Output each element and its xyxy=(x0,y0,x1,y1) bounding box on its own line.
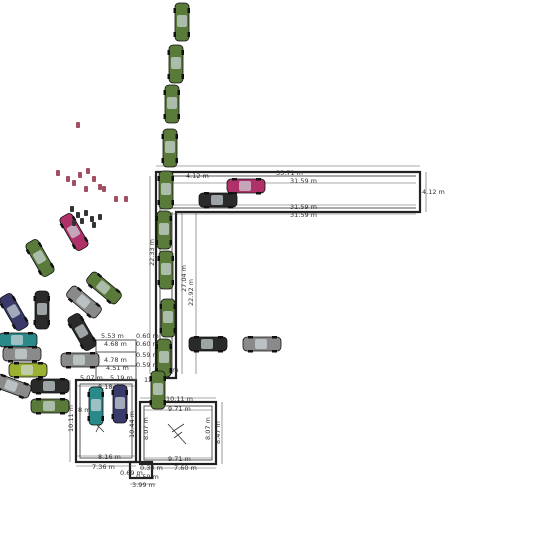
dim-small-l: 2 m xyxy=(166,366,179,374)
dim-small-g: 0.59 m xyxy=(136,361,159,369)
figure xyxy=(56,170,60,176)
figure xyxy=(78,172,82,178)
dim-vertical-a: 22.33 m xyxy=(148,239,156,266)
figure xyxy=(98,214,102,220)
figure xyxy=(114,196,118,202)
dim-room-right-top: 9.71 m xyxy=(168,405,191,413)
figure xyxy=(84,186,88,192)
dim-vertical-b: 27.04 m xyxy=(180,265,188,292)
vehicle xyxy=(167,44,184,84)
dim-top-outer: 35.71 m xyxy=(276,169,303,177)
vehicle xyxy=(242,336,282,353)
figure xyxy=(76,122,80,128)
figure xyxy=(92,222,96,228)
vehicle xyxy=(161,128,178,168)
dim-room-right-outer-bottom: 7.60 m xyxy=(174,464,197,472)
vehicle xyxy=(149,370,166,410)
dim-room-right-left-height: 8.07 m xyxy=(142,417,150,440)
figure xyxy=(86,168,90,174)
figure xyxy=(80,218,84,224)
figure xyxy=(98,184,102,190)
vehicle xyxy=(8,362,48,379)
dim-small-h: 4.51 m xyxy=(106,364,129,372)
room-right-outline xyxy=(138,400,218,466)
dim-room-right-outer-height: 8.47 m xyxy=(214,421,222,444)
figure xyxy=(72,220,76,226)
figure xyxy=(66,176,70,182)
dim-corridor-d: 0.69 m xyxy=(120,469,143,477)
dim-small-j: 5.19 m xyxy=(110,374,133,382)
vehicle-layer xyxy=(0,2,282,426)
vehicle xyxy=(25,239,55,277)
figure xyxy=(70,206,74,212)
figure xyxy=(102,186,106,192)
dim-top-inner-a: 31.59 m xyxy=(290,177,317,185)
vehicle xyxy=(159,298,176,338)
vehicle xyxy=(59,213,89,251)
passage-outline xyxy=(128,460,154,480)
vehicle xyxy=(33,290,50,330)
dim-corridor-c: 3.99 m xyxy=(132,481,155,489)
vehicle xyxy=(111,384,128,424)
dim-left-corner: 4.12 m xyxy=(186,172,209,180)
figure xyxy=(76,212,80,218)
dim-small-f: 4.78 m xyxy=(104,356,127,364)
dim-small-i: 5.07 m xyxy=(80,374,103,382)
vehicle xyxy=(86,271,122,305)
figure xyxy=(72,180,76,186)
dim-small-a: 5.53 m xyxy=(101,332,124,340)
vehicle xyxy=(157,250,174,290)
dim-corridor-a: 0.30 m xyxy=(140,464,163,472)
vehicle xyxy=(0,373,32,400)
vehicle xyxy=(30,378,70,395)
dim-top-inner-c: 31.59 m xyxy=(290,211,317,219)
vehicle xyxy=(0,332,38,349)
prop-layer xyxy=(56,122,128,228)
dim-small-b: 0.60 m xyxy=(136,332,159,340)
dim-room-left-width: 8.18 m xyxy=(98,383,121,391)
vehicle xyxy=(155,210,172,250)
vehicle xyxy=(87,386,104,426)
vehicle xyxy=(67,313,97,351)
vehicle xyxy=(30,398,70,415)
dimension-lines xyxy=(69,165,427,485)
dim-small-e: 0.59 m xyxy=(136,351,159,359)
dim-room-left-bottom: 8.16 m xyxy=(98,453,121,461)
dim-vertical-c: 22.92 m xyxy=(187,279,195,306)
figure xyxy=(90,216,94,222)
dim-right-end: 4.12 m xyxy=(422,188,445,196)
figure xyxy=(92,176,96,182)
vehicle xyxy=(188,336,228,353)
dim-small-d: 0.60 m xyxy=(136,340,159,348)
dim-room-right-top-outer: 10.11 m xyxy=(166,395,193,403)
vehicle xyxy=(198,192,238,209)
dim-room-left-side: 8 m xyxy=(78,406,91,414)
dim-room-right-bottom: 9.71 m xyxy=(168,455,191,463)
vehicle xyxy=(163,84,180,124)
inner-walls xyxy=(79,175,416,461)
dimension-labels: 35.71 m 31.59 m 31.59 m 31.59 m 4.12 m 4… xyxy=(67,169,445,489)
figure xyxy=(84,210,88,216)
vehicle xyxy=(0,293,29,331)
vehicle xyxy=(60,352,100,369)
vehicle xyxy=(173,2,190,42)
figure xyxy=(124,196,128,202)
dim-room-right-inner-height: 8.07 m xyxy=(204,417,212,440)
vehicle xyxy=(2,346,42,363)
dim-room-left-height: 10.11 m xyxy=(67,405,75,432)
dim-room-left-outer-bottom: 7.36 m xyxy=(92,463,115,471)
dim-room-left-inner: 10.44 m xyxy=(128,411,136,438)
dim-top-inner-b: 31.59 m xyxy=(290,203,317,211)
dim-corridor-b: 0.59 m xyxy=(136,473,159,481)
dim-small-c: 4.68 m xyxy=(104,340,127,348)
vehicle xyxy=(66,285,102,319)
vehicle xyxy=(226,178,266,195)
vehicle xyxy=(157,170,174,210)
